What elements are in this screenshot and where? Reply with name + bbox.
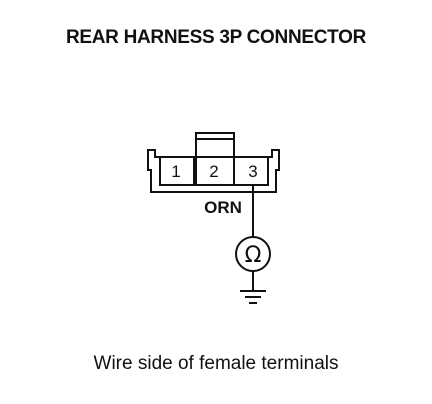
connector-lock-tab [195, 132, 235, 158]
terminal-3 [233, 156, 269, 186]
diagram-title: REAR HARNESS 3P CONNECTOR [65, 27, 367, 48]
terminal-1 [159, 156, 195, 186]
ground-icon [240, 290, 266, 304]
ohm-symbol: Ω [245, 243, 262, 268]
terminal-3-label: 3 [248, 162, 257, 181]
terminal-cavities [159, 156, 269, 186]
terminal-1-label: 1 [171, 162, 180, 181]
wire-color-label: ORN [204, 198, 242, 217]
connector-housing [147, 149, 280, 193]
diagram-caption: Wire side of female terminals [93, 353, 339, 374]
ohmmeter-icon: Ω [235, 236, 271, 272]
terminal-2-label: 2 [209, 162, 218, 181]
